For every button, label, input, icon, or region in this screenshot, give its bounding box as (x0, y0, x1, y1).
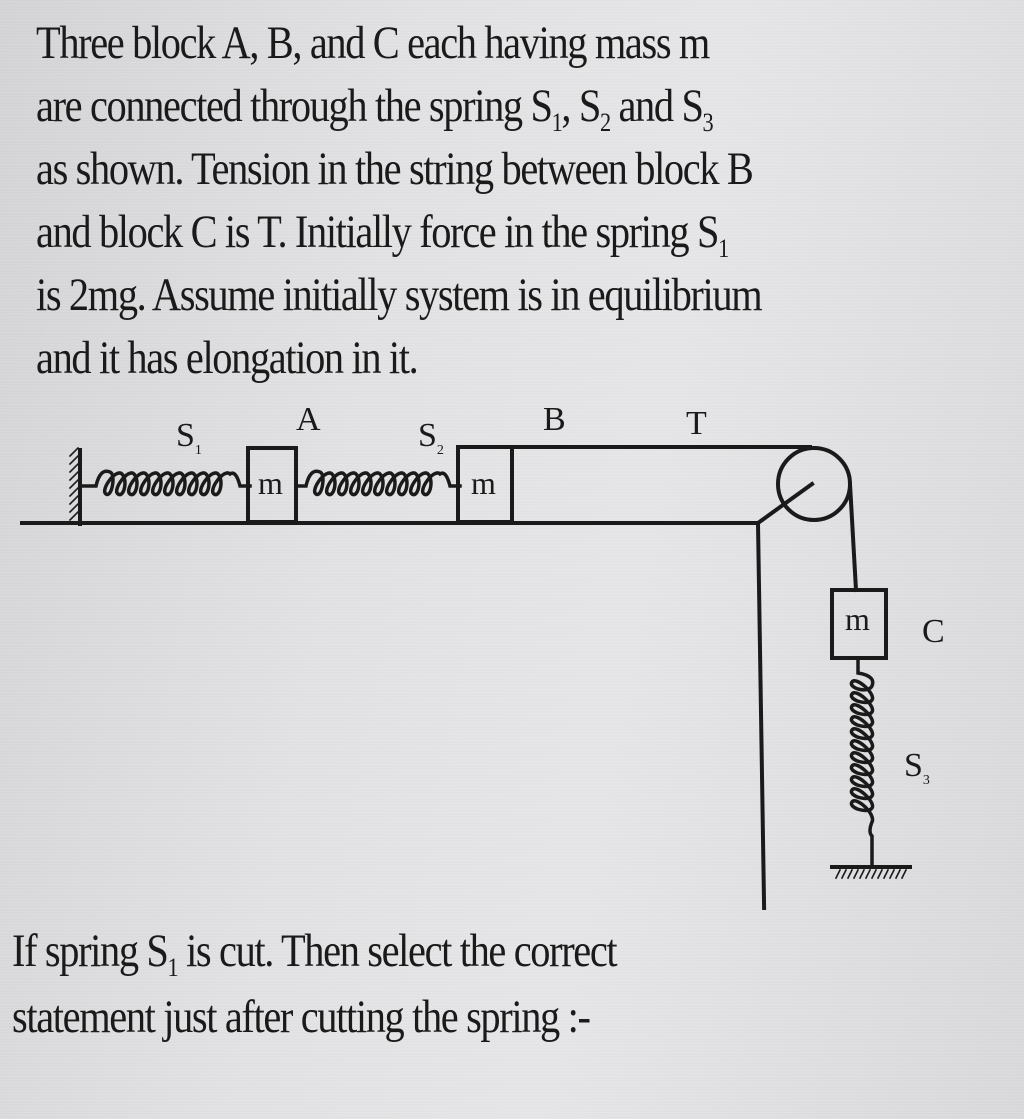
spring-s1 (78, 469, 252, 497)
label-b: B (543, 401, 566, 438)
spring-s2 (294, 469, 462, 497)
question-prompt: If spring S1 is cut. Then select the cor… (12, 918, 975, 1050)
question-line-1: Three block A, B, and C each having mass… (36, 12, 999, 75)
label-tension: T (686, 405, 707, 442)
label-s1: S1 (176, 417, 202, 458)
mass-label-c: m (845, 601, 870, 637)
subscript: 3 (702, 108, 714, 137)
pulley-bracket (755, 481, 815, 526)
string-vertical (847, 481, 859, 593)
text-fragment: Three block A, B, and C each having mass… (36, 17, 710, 69)
subscript: 2 (599, 108, 611, 137)
label-a: A (296, 401, 321, 438)
text-fragment: , S (561, 80, 601, 132)
text-fragment: as shown. Tension in the string between … (36, 143, 754, 195)
question-line-2: are connected through the spring S1, S2 … (36, 75, 999, 138)
physics-diagram: S1 A S2 B T C S3 m m m (0, 390, 1024, 910)
spring-s3 (849, 656, 875, 868)
prompt-line-2: statement just after cutting the spring … (12, 984, 975, 1050)
prompt-line-1: If spring S1 is cut. Then select the cor… (12, 918, 975, 984)
text-fragment: and it has elongation in it. (36, 332, 419, 384)
question-line-3: as shown. Tension in the string between … (36, 138, 999, 201)
text-fragment: If spring S (12, 925, 169, 977)
question-line-5: is 2mg. Assume initially system is in eq… (36, 264, 999, 327)
text-fragment: are connected through the spring S (36, 80, 553, 132)
table-leg (755, 520, 767, 910)
text-fragment: is 2mg. Assume initially system is in eq… (36, 269, 763, 321)
subscript: 1 (718, 234, 729, 263)
ground-support (830, 865, 912, 880)
label-s3: S3 (904, 747, 930, 788)
block-b (456, 445, 514, 524)
subscript: 1 (551, 108, 563, 137)
text-fragment: and block C is T. Initially force in the… (36, 206, 719, 258)
label-s2: S2 (418, 417, 444, 458)
question-line-6: and it has elongation in it. (36, 327, 999, 390)
question-statement: Three block A, B, and C each having mass… (36, 12, 999, 390)
mass-label-a: m (258, 465, 283, 501)
mass-label-b: m (471, 465, 496, 501)
question-line-4: and block C is T. Initially force in the… (36, 201, 999, 264)
subscript: 1 (167, 953, 179, 982)
text-fragment: is cut. Then select the correct (177, 925, 618, 977)
label-c: C (922, 613, 945, 650)
text-fragment: statement just after cutting the spring … (12, 991, 591, 1043)
text-fragment: and S (609, 80, 703, 132)
